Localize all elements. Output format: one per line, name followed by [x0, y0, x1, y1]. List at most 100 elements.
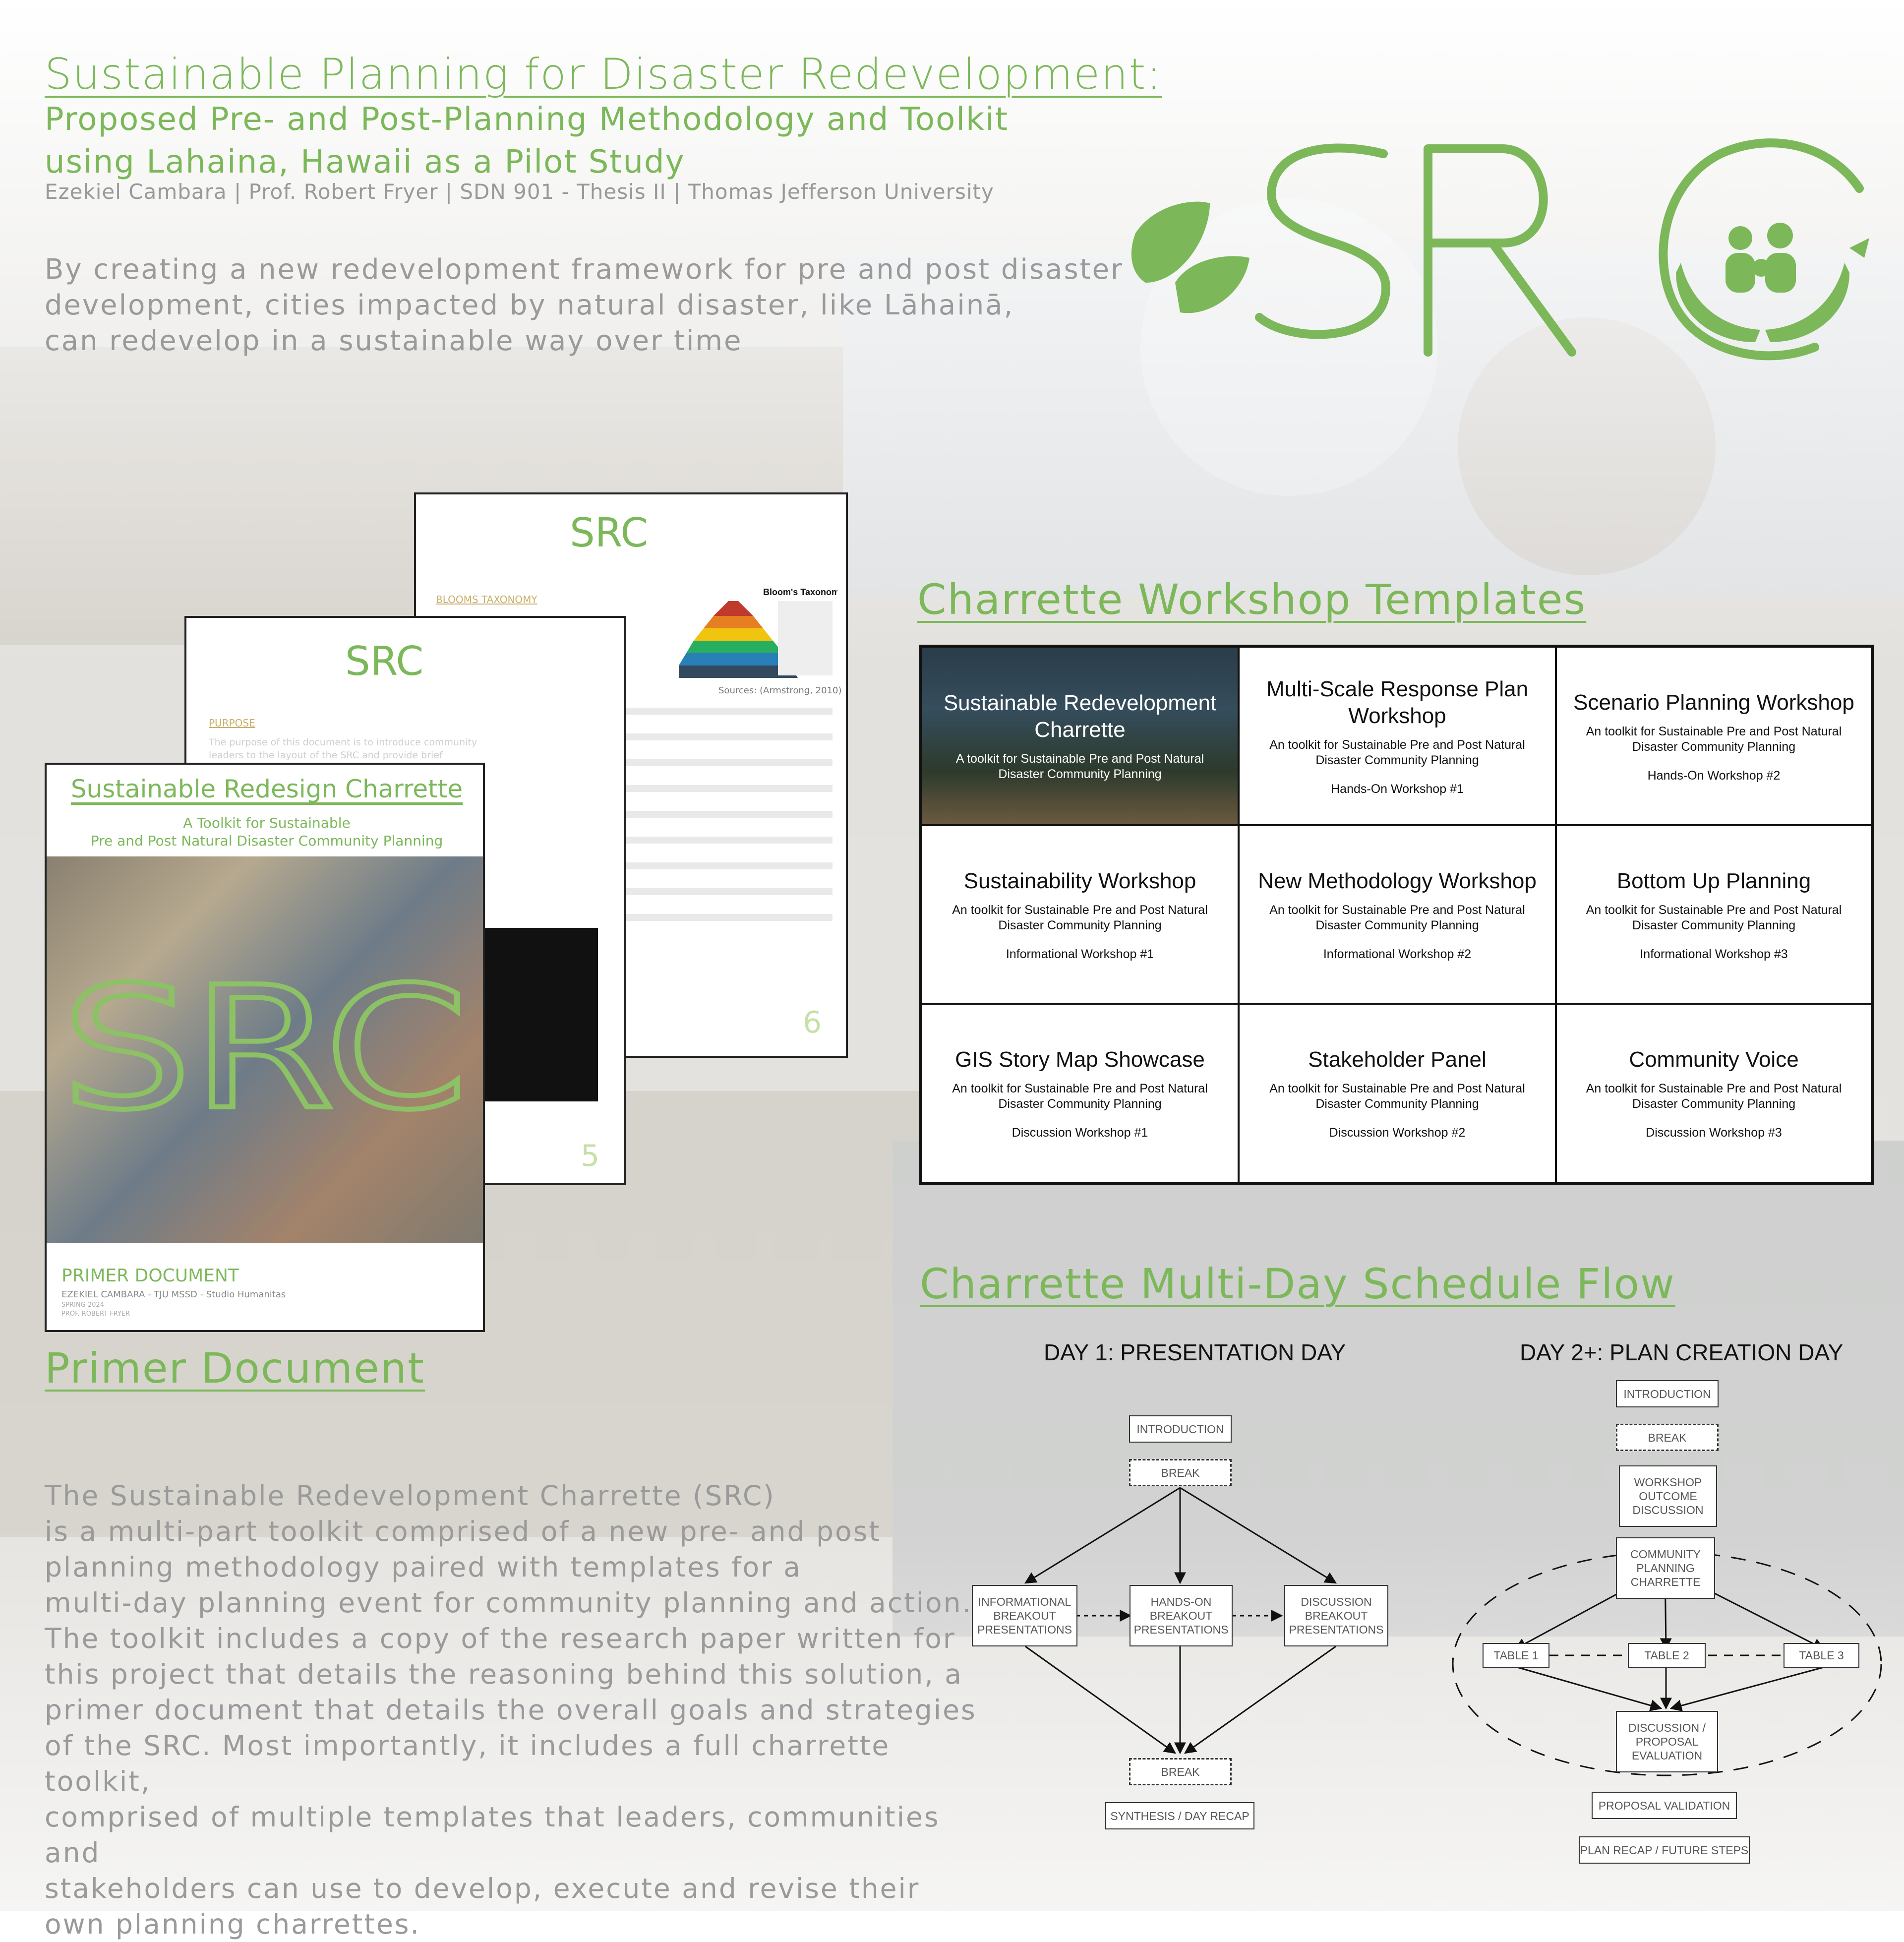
flow-community-charrette: COMMUNITY PLANNING CHARRETTE: [1616, 1537, 1715, 1599]
flow-hands-on: HANDS-ON BREAKOUT PRESENTATIONS: [1130, 1585, 1233, 1646]
desc-line: The Sustainable Redevelopment Charrette …: [45, 1480, 775, 1512]
intro-text: By creating a new redevelopment framewor…: [45, 252, 1135, 359]
desc-line: own planning charrettes.: [45, 1908, 420, 1940]
template-label: Informational Workshop #2: [1323, 947, 1472, 961]
primer-cover: Sustainable Redesign Charrette A Toolkit…: [45, 763, 485, 1332]
template-card[interactable]: Community Voice An toolkit for Sustainab…: [1556, 1004, 1872, 1183]
svg-text:SRC: SRC: [61, 963, 468, 1132]
template-title: Scenario Planning Workshop: [1573, 690, 1854, 715]
section-heading: PURPOSE: [209, 717, 255, 729]
flow-break: BREAK: [1616, 1424, 1719, 1451]
cover-subtitle-line: A Toolkit for Sustainable: [183, 815, 351, 831]
template-subtitle: An toolkit for Sustainable Pre and Post …: [1269, 903, 1525, 932]
template-subtitle: An toolkit for Sustainable Pre and Post …: [952, 903, 1208, 932]
desc-line: of the SRC. Most importantly, it include…: [45, 1730, 891, 1797]
templates-heading: Charrette Workshop Templates: [917, 575, 1587, 624]
desc-line: multi-day planning event for community p…: [45, 1587, 972, 1619]
flow-proposal-validation: PROPOSAL VALIDATION: [1592, 1792, 1737, 1819]
byline: Ezekiel Cambara | Prof. Robert Fryer | S…: [45, 180, 994, 204]
blooms-pyramid: Bloom's Taxonomy: [679, 587, 837, 678]
flow-recap: SYNTHESIS / DAY RECAP: [1105, 1802, 1254, 1829]
template-title: GIS Story Map Showcase: [955, 1047, 1205, 1072]
source-note: Sources: (Armstrong, 2010): [718, 685, 842, 696]
flow-break: BREAK: [1129, 1459, 1232, 1486]
desc-line: planning methodology paired with templat…: [45, 1551, 802, 1583]
template-title: Sustainability Workshop: [963, 868, 1196, 893]
black-text-box: [484, 928, 598, 1101]
desc-line: is a multi-part toolkit comprised of a n…: [45, 1516, 881, 1547]
page-number: 5: [581, 1139, 600, 1173]
src-logo-small: SRC: [345, 638, 423, 684]
flow-break: BREAK: [1129, 1758, 1232, 1785]
template-card[interactable]: Stakeholder Panel An toolkit for Sustain…: [1239, 1004, 1556, 1183]
logo-letter-s: [1255, 143, 1390, 339]
template-card[interactable]: Bottom Up Planning An toolkit for Sustai…: [1556, 825, 1872, 1004]
cover-footer: PRIMER DOCUMENT: [61, 1266, 239, 1286]
logo-letter-c: [1659, 138, 1864, 361]
desc-line: stakeholders can use to develop, execute…: [45, 1873, 920, 1904]
cover-prof: PROF. ROBERT FRYER: [61, 1310, 130, 1318]
flow-informational: INFORMATIONAL BREAKOUT PRESENTATIONS: [972, 1585, 1077, 1646]
template-title: Bottom Up Planning: [1616, 868, 1811, 893]
intro-line: development, cities impacted by natural …: [45, 289, 1014, 321]
cover-subtitle-line: Pre and Post Natural Disaster Community …: [90, 833, 443, 849]
subtitle-line: Proposed Pre- and Post-Planning Methodol…: [45, 101, 1009, 138]
template-subtitle: An toolkit for Sustainable Pre and Post …: [1586, 903, 1842, 932]
day1-title: DAY 1: PRESENTATION DAY: [1044, 1339, 1346, 1365]
subtitle-line: using Lahaina, Hawaii as a Pilot Study: [45, 144, 685, 181]
workshop-template-grid: Sustainable Redevelopment Charrette A to…: [919, 645, 1874, 1185]
template-subtitle: An toolkit for Sustainable Pre and Post …: [1269, 737, 1525, 767]
cover-src-logo: SRC: [59, 963, 471, 1132]
desc-line: The toolkit includes a copy of the resea…: [45, 1623, 956, 1654]
flow-plan-recap: PLAN RECAP / FUTURE STEPS: [1579, 1836, 1750, 1864]
template-label: Discussion Workshop #2: [1329, 1126, 1466, 1140]
template-card[interactable]: Multi-Scale Response Plan Workshop An to…: [1239, 647, 1556, 825]
template-card[interactable]: Sustainability Workshop An toolkit for S…: [921, 825, 1239, 1004]
src-logo: [1131, 138, 1869, 361]
cover-author: EZEKIEL CAMBARA - TJU MSSD - Studio Huma…: [61, 1289, 286, 1300]
primer-heading: Primer Document: [45, 1344, 425, 1393]
template-subtitle: An toolkit for Sustainable Pre and Post …: [952, 1082, 1208, 1111]
flow-table-3: TABLE 3: [1784, 1643, 1859, 1668]
template-card[interactable]: Sustainable Redevelopment Charrette A to…: [921, 647, 1239, 825]
template-subtitle: A toolkit for Sustainable Pre and Post N…: [955, 752, 1204, 781]
template-label: Informational Workshop #3: [1640, 947, 1788, 961]
cover-term: SPRING 2024: [61, 1301, 104, 1309]
chart-title: Bloom's Taxonomy: [763, 587, 837, 597]
template-label: Hands-On Workshop #1: [1331, 782, 1464, 796]
day2-title: DAY 2+: PLAN CREATION DAY: [1520, 1339, 1844, 1365]
template-title: Multi-Scale Response Plan Workshop: [1266, 676, 1529, 728]
desc-line: comprised of multiple templates that lea…: [45, 1801, 940, 1869]
flow-table-1: TABLE 1: [1483, 1643, 1549, 1668]
primer-description: The Sustainable Redevelopment Charrette …: [45, 1478, 987, 1942]
template-title: Sustainable Redevelopment Charrette: [943, 691, 1217, 742]
intro-line: can redevelop in a sustainable way over …: [45, 325, 743, 357]
template-card[interactable]: Scenario Planning Workshop An toolkit fo…: [1556, 647, 1872, 825]
desc-line: primer document that details the overall…: [45, 1694, 977, 1726]
src-logo-small: SRC: [570, 510, 648, 556]
template-subtitle: An toolkit for Sustainable Pre and Post …: [1586, 724, 1842, 754]
template-label: Discussion Workshop #1: [1012, 1126, 1148, 1140]
template-card[interactable]: New Methodology Workshop An toolkit for …: [1239, 825, 1556, 1004]
family-hands-icon: [1676, 223, 1869, 342]
cover-title: Sustainable Redesign Charrette: [70, 775, 463, 803]
desc-line: this project that details the reasoning …: [45, 1658, 963, 1690]
template-title: Stakeholder Panel: [1308, 1047, 1487, 1072]
page-text-placeholder: [624, 708, 833, 926]
svg-text:SRC: SRC: [570, 510, 648, 556]
template-card[interactable]: GIS Story Map Showcase An toolkit for Su…: [921, 1004, 1239, 1183]
logo-letter-r: [1424, 144, 1576, 357]
poster-title: Sustainable Planning for Disaster Redeve…: [45, 50, 1162, 99]
template-subtitle: An toolkit for Sustainable Pre and Post …: [1586, 1082, 1842, 1111]
template-title: New Methodology Workshop: [1258, 868, 1537, 893]
template-title: Community Voice: [1629, 1047, 1799, 1072]
flow-introduction: INTRODUCTION: [1616, 1380, 1719, 1407]
page-number: 6: [803, 1005, 822, 1040]
template-subtitle: An toolkit for Sustainable Pre and Post …: [1269, 1082, 1525, 1111]
poster-subtitle: Proposed Pre- and Post-Planning Methodol…: [45, 98, 1009, 183]
svg-text:SRC: SRC: [345, 638, 423, 684]
template-label: Discussion Workshop #3: [1646, 1126, 1782, 1140]
flow-discussion: DISCUSSION BREAKOUT PRESENTATIONS: [1284, 1585, 1388, 1646]
flow-proposal-evaluation: DISCUSSION / PROPOSAL EVALUATION: [1616, 1711, 1718, 1772]
cover-photo-collage: [47, 856, 483, 1243]
